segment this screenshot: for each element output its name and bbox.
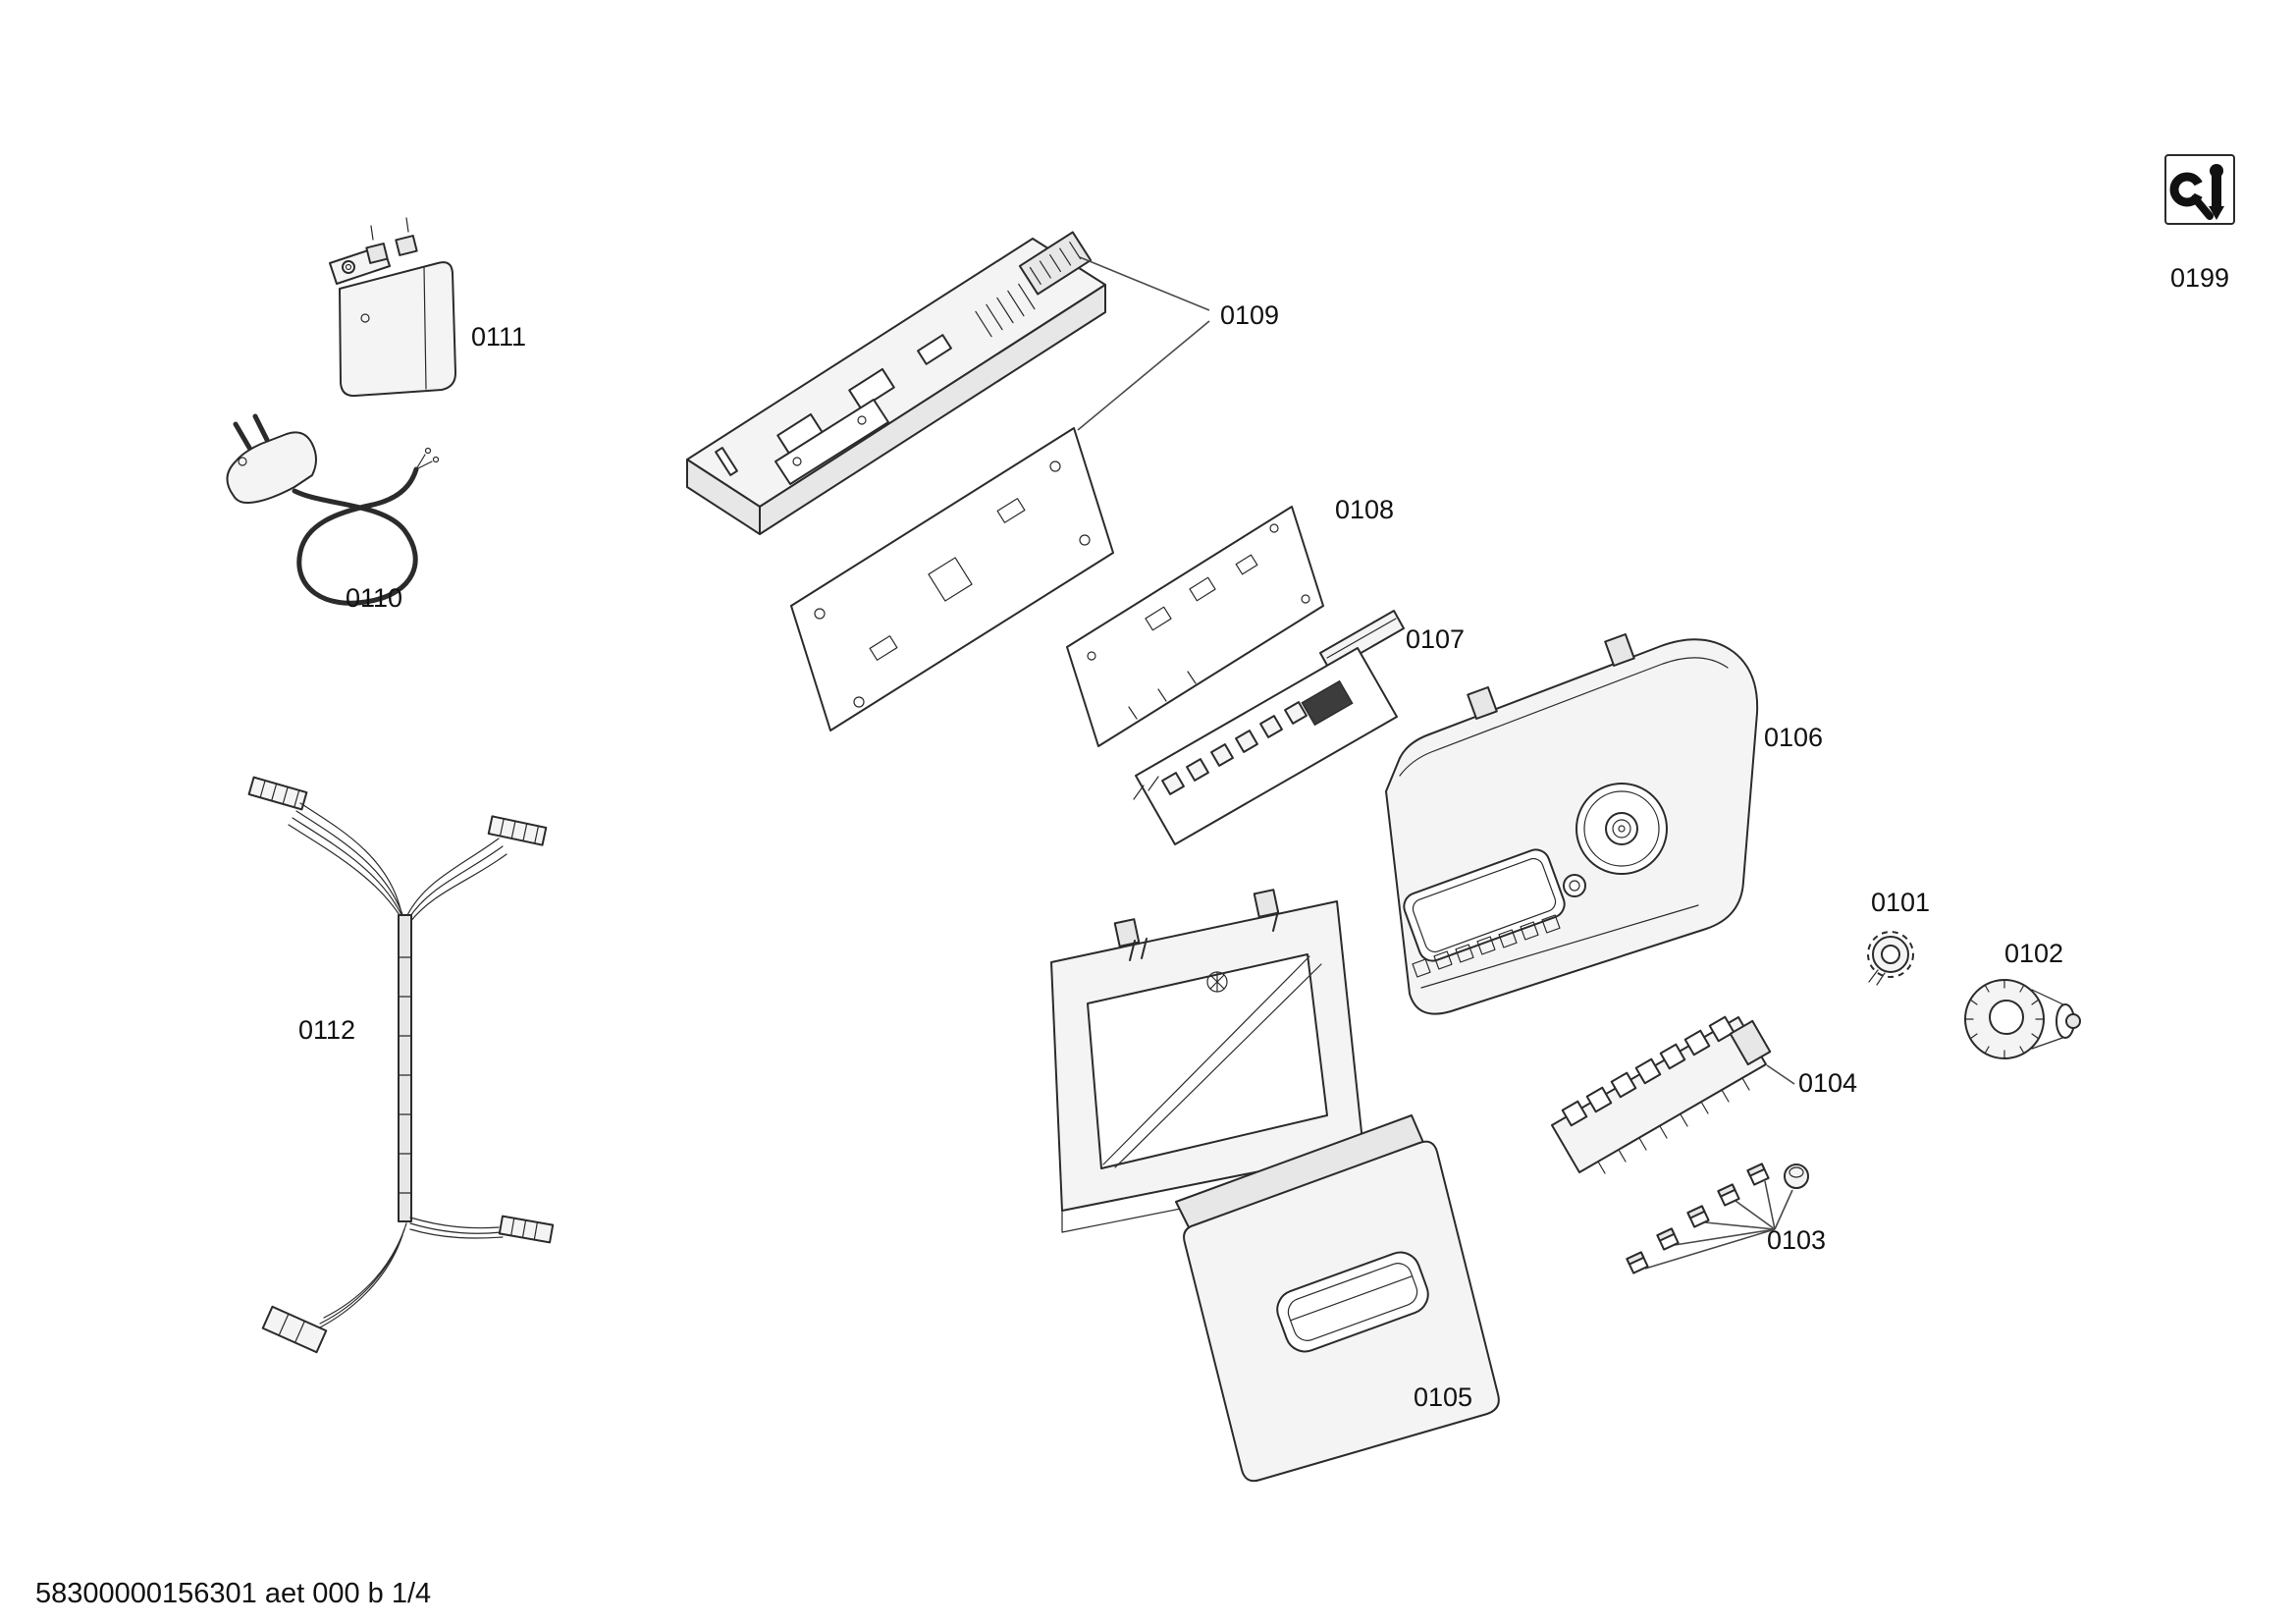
part-label-0199: 0199 [2170, 263, 2229, 293]
part-label-0102: 0102 [2004, 939, 2063, 968]
part-label-0111: 0111 [471, 322, 526, 352]
leader-line-0109 [1077, 256, 1210, 431]
part-label-0103: 0103 [1767, 1225, 1826, 1255]
part-label-0104: 0104 [1798, 1068, 1857, 1098]
panel-support-frame-drawing [1050, 889, 1364, 1233]
part-0104-button-strip-drawing [1551, 1015, 1772, 1174]
part-0107-display-module-drawing [1133, 610, 1405, 845]
part-0111-suppressor-drawing [329, 217, 456, 398]
part-label-0108: 0108 [1335, 495, 1394, 524]
part-0102-knob-drawing [1964, 979, 2081, 1059]
part-0103-push-buttons-drawing [1626, 1163, 1809, 1274]
part-0108-pcb-drawing [1066, 506, 1324, 747]
leader-line-0104 [1766, 1064, 1795, 1085]
part-label-0101: 0101 [1871, 888, 1930, 917]
part-label-0109: 0109 [1220, 300, 1279, 330]
service-wrench-icon [2164, 154, 2235, 225]
part-0112-cable-harness-drawing [247, 776, 555, 1354]
document-code: 58300000156301 aet 000 b 1/4 [35, 1578, 431, 1609]
part-label-0110: 0110 [346, 583, 402, 613]
part-label-0112: 0112 [298, 1015, 355, 1045]
part-label-0106: 0106 [1764, 723, 1823, 752]
leader-line-0103 [1644, 1180, 1793, 1270]
part-label-0105: 0105 [1414, 1382, 1472, 1412]
part-label-0107: 0107 [1406, 624, 1465, 654]
part-0105-dispenser-drawer-drawing [1175, 1114, 1500, 1483]
part-0109-power-module-drawing [686, 231, 1114, 731]
part-0106-control-panel-drawing [1050, 633, 1759, 1233]
part-0110-power-cord-drawing [226, 413, 440, 606]
part-0101-clip-drawing [1867, 931, 1914, 986]
